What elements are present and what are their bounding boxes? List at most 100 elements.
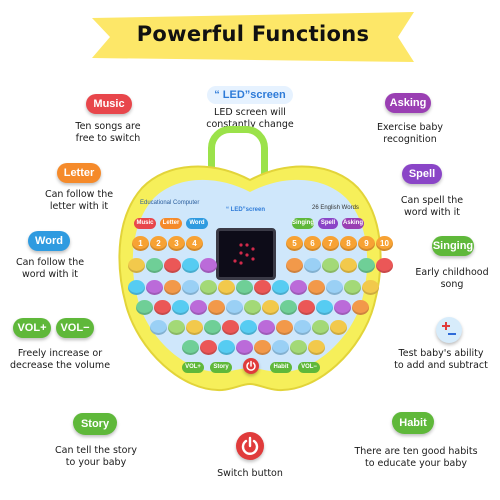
- tablet-letter-key[interactable]: [208, 300, 225, 315]
- tablet-letter-key[interactable]: [344, 280, 361, 295]
- tablet-letter-key[interactable]: [128, 258, 145, 273]
- tablet-letter-key[interactable]: [190, 300, 207, 315]
- tablet-letter-key[interactable]: [376, 258, 393, 273]
- tablet-letter-key[interactable]: [334, 300, 351, 315]
- power-callout: [236, 432, 264, 460]
- tablet-asking-button[interactable]: Asking: [342, 218, 364, 229]
- tablet-power-button[interactable]: [243, 358, 259, 374]
- tablet-letter-key[interactable]: [244, 300, 261, 315]
- singing-callout: Singing: [432, 236, 474, 256]
- asking-desc: Exercise baby recognition: [376, 122, 444, 145]
- tablet-letter-key[interactable]: [222, 320, 239, 335]
- tablet-letter-key[interactable]: [200, 340, 217, 355]
- tablet-spell-button[interactable]: Spell: [318, 218, 338, 229]
- tablet-letter-key[interactable]: [146, 280, 163, 295]
- tablet-letter-key[interactable]: [154, 300, 171, 315]
- tablet-letter-key[interactable]: [236, 280, 253, 295]
- tablet-screen-label: “ LED”screen: [226, 207, 266, 213]
- tablet-number-key[interactable]: 2: [150, 236, 167, 251]
- tablet-english-words: 26 English Words: [312, 205, 359, 211]
- tablet-letter-key[interactable]: [340, 258, 357, 273]
- tablet-letter-key[interactable]: [254, 280, 271, 295]
- tablet-letter-key[interactable]: [172, 300, 189, 315]
- tablet-number-key[interactable]: 1: [132, 236, 149, 251]
- tablet-letter-key[interactable]: [262, 300, 279, 315]
- tablet-letter-key[interactable]: [226, 300, 243, 315]
- tablet-letter-key[interactable]: [164, 258, 181, 273]
- math-desc: Test baby's ability to add and subtract: [394, 348, 488, 371]
- led-dots: [233, 243, 255, 265]
- vol-plus-callout: VOL+: [13, 318, 51, 338]
- tablet-word-button[interactable]: Word: [186, 218, 208, 229]
- tablet-letter-key[interactable]: [298, 300, 315, 315]
- tablet-letter-key[interactable]: [258, 320, 275, 335]
- tablet-letter-key[interactable]: [136, 300, 153, 315]
- tablet-letter-key[interactable]: [286, 258, 303, 273]
- tablet-music-button[interactable]: Music: [134, 218, 156, 229]
- banner-ribbon-shape: [92, 12, 414, 62]
- tablet-letter-key[interactable]: [168, 320, 185, 335]
- asking-callout: Asking: [385, 93, 431, 113]
- tablet-letter-key[interactable]: [322, 258, 339, 273]
- tablet-number-key[interactable]: 4: [186, 236, 203, 251]
- tablet-letter-key[interactable]: [186, 320, 203, 335]
- tablet-letter-key[interactable]: [312, 320, 329, 335]
- tablet-letter-key[interactable]: [150, 320, 167, 335]
- tablet-letter-key[interactable]: [308, 340, 325, 355]
- tablet-vol-minus-button[interactable]: VOL−: [298, 362, 320, 373]
- tablet-letter-key[interactable]: [304, 258, 321, 273]
- tablet-number-key[interactable]: 5: [286, 236, 303, 251]
- tablet-letter-key[interactable]: [290, 280, 307, 295]
- tablet-story-button[interactable]: Story: [210, 362, 232, 373]
- word-callout: Word: [28, 231, 70, 251]
- tablet-letter-key[interactable]: [254, 340, 271, 355]
- tablet-letter-key[interactable]: [352, 300, 369, 315]
- story-callout: Story: [73, 413, 117, 435]
- tablet-vol-plus-button[interactable]: VOL+: [182, 362, 204, 373]
- tablet-letter-key[interactable]: [128, 280, 145, 295]
- tablet-letter-key[interactable]: [182, 340, 199, 355]
- letter-desc: Can follow the letter with it: [44, 189, 114, 212]
- tablet-letter-key[interactable]: [362, 280, 379, 295]
- tablet-letter-key[interactable]: [326, 280, 343, 295]
- power-desc: Switch button: [217, 468, 283, 479]
- page-title: Powerful Functions: [136, 22, 370, 46]
- tablet-letter-key[interactable]: [358, 258, 375, 273]
- tablet-letter-key[interactable]: [218, 280, 235, 295]
- tablet-letter-key[interactable]: [182, 258, 199, 273]
- music-desc: Ten songs are free to switch: [75, 121, 141, 144]
- tablet-letter-key[interactable]: [330, 320, 347, 335]
- tablet-number-key[interactable]: 9: [358, 236, 375, 251]
- singing-desc: Early childhood song: [415, 267, 489, 290]
- volume-desc: Freely increase or decrease the volume: [9, 348, 111, 371]
- tablet-letter-key[interactable]: [204, 320, 221, 335]
- tablet-letter-key[interactable]: [182, 280, 199, 295]
- tablet-letter-key[interactable]: [236, 340, 253, 355]
- tablet-number-key[interactable]: 7: [322, 236, 339, 251]
- tablet-letter-key[interactable]: [276, 320, 293, 335]
- tablet-letter-key[interactable]: [164, 280, 181, 295]
- tablet-singing-button[interactable]: Singing: [292, 218, 314, 229]
- tablet-letter-key[interactable]: [280, 300, 297, 315]
- tablet-letter-key[interactable]: [240, 320, 257, 335]
- tablet-letter-key[interactable]: [308, 280, 325, 295]
- tablet-letter-key[interactable]: [294, 320, 311, 335]
- tablet-letter-key[interactable]: [272, 280, 289, 295]
- tablet-letter-key[interactable]: [146, 258, 163, 273]
- led-screen-label: “ LED”screen: [207, 86, 293, 104]
- tablet-letter-key[interactable]: [316, 300, 333, 315]
- tablet-letter-button[interactable]: Letter: [160, 218, 182, 229]
- tablet-habit-button[interactable]: Habit: [270, 362, 292, 373]
- tablet-letter-key[interactable]: [218, 340, 235, 355]
- math-callout: [436, 317, 462, 343]
- tablet-number-key[interactable]: 6: [304, 236, 321, 251]
- tablet-number-key[interactable]: 8: [340, 236, 357, 251]
- tablet-letter-key[interactable]: [200, 280, 217, 295]
- tablet-letter-key[interactable]: [272, 340, 289, 355]
- tablet-number-key[interactable]: 10: [376, 236, 393, 251]
- tablet-letter-key[interactable]: [200, 258, 217, 273]
- tablet-number-key[interactable]: 3: [168, 236, 185, 251]
- plus-minus-icon: [442, 322, 456, 335]
- tablet-letter-key[interactable]: [290, 340, 307, 355]
- tablet-led-screen: [216, 228, 276, 280]
